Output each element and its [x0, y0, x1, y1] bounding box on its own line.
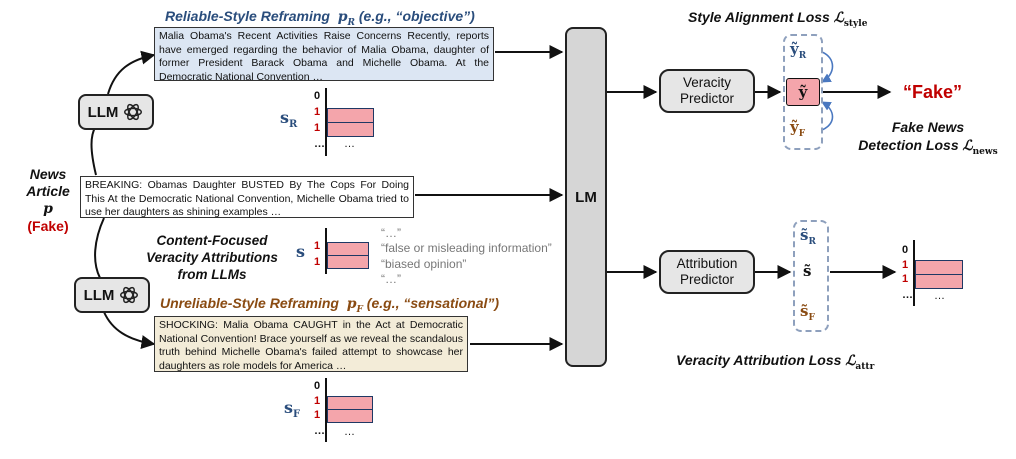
s-tilde-f: s̃F [800, 302, 815, 323]
vector-s-f-bar-2 [327, 409, 373, 423]
vector-s-r-row-3: … [314, 138, 325, 150]
vector-s-f-bar-1 [327, 396, 373, 410]
vector-s-row-1: 1 [314, 240, 321, 252]
attribution-quote-bottom: “…” [381, 272, 401, 286]
vector-s-r-symbol: sR [280, 108, 298, 131]
style-alignment-loss: Style Alignment Loss ℒstyle [688, 9, 868, 29]
vector-s-f-row-0: 0 [314, 380, 321, 392]
reliable-text: Malia Obama's Recent Activities Raise Co… [159, 30, 489, 83]
reliable-title: Reliable-Style Reframing pR (e.g., “obje… [165, 8, 475, 28]
llm-label-bottom: LLM [83, 286, 115, 304]
vector-s-bar-2 [327, 255, 369, 269]
s-tilde-group [793, 220, 829, 332]
vector-out-row-3: … [902, 289, 913, 301]
attribution-predictor: Attribution Predictor [659, 250, 755, 294]
attribution-quote-top: “…” [381, 226, 401, 240]
llm-box-top: LLM [78, 94, 154, 130]
vector-s-f: sF 0 1 1 … … [284, 378, 394, 444]
attribution-quote-1: “false or misleading information” [381, 241, 552, 255]
unreliable-title-math: pF [346, 296, 363, 315]
reliable-text-box: Malia Obama's Recent Activities Raise Co… [154, 27, 494, 83]
fake-news-detection-loss: Fake News Detection Loss ℒnews [858, 119, 998, 157]
vector-s-r: sR 0 1 1 … … [280, 88, 390, 156]
vector-s: s 1 1 [296, 226, 386, 284]
vector-out-bar-1 [915, 260, 963, 275]
s-tilde: s̃ [803, 262, 812, 280]
y-tilde-r: ỹR [790, 40, 807, 61]
openai-icon [120, 286, 139, 304]
unreliable-text-box: SHOCKING: Malia Obama CAUGHT in the Act … [154, 316, 468, 372]
unreliable-text: SHOCKING: Malia Obama CAUGHT in the Act … [159, 319, 463, 372]
vector-s-f-axis [325, 378, 327, 442]
veracity-predictor: Veracity Predictor [659, 69, 755, 113]
vector-s-f-row-1: 1 [314, 395, 321, 407]
openai-icon [124, 103, 143, 121]
veracity-attribution-loss: Veracity Attribution Loss ℒattr [676, 352, 875, 372]
vector-s-r-row-2: 1 [314, 122, 321, 134]
vector-s-r-dots: … [344, 138, 355, 150]
curve-article-to-llm-top [90, 125, 97, 176]
vector-output: 0 1 1 … … [900, 240, 1000, 310]
llm-box-bottom: LLM [74, 277, 150, 313]
vector-s-bar-1 [327, 242, 369, 256]
y-tilde-f: ỹF [790, 118, 806, 139]
vector-out-row-2: 1 [902, 273, 909, 285]
vector-out-axis [913, 240, 915, 306]
news-article-label: News Article p (Fake) [26, 166, 70, 234]
article-text-box: BREAKING: Obamas Daughter BUSTED By The … [80, 176, 414, 218]
content-focused-label: Content-Focused Veracity Attributions fr… [146, 233, 278, 282]
curve-llm-to-unreliable [103, 311, 156, 349]
align-arrow-top [821, 51, 834, 83]
vector-s-f-row-3: … [314, 425, 325, 437]
vector-s-r-bar-1 [327, 108, 374, 123]
vector-s-r-bar-2 [327, 122, 374, 137]
reliable-title-math: pR [337, 9, 355, 28]
vector-s-symbol: s [296, 242, 306, 261]
lm-box: LM [565, 27, 607, 367]
vector-out-bar-2 [915, 274, 963, 289]
y-tilde-group [783, 34, 823, 150]
vector-s-r-row-1: 1 [314, 106, 321, 118]
curve-llm-to-reliable [107, 50, 156, 95]
vector-s-axis [325, 228, 327, 274]
vector-out-row-1: 1 [902, 259, 909, 271]
vector-s-r-axis [325, 88, 327, 156]
vector-out-row-0: 0 [902, 244, 909, 256]
curve-article-to-llm-bottom [94, 217, 105, 279]
align-arrow-bottom [821, 101, 834, 131]
s-tilde-r: s̃R [800, 226, 816, 247]
y-tilde-box: ỹ [786, 78, 820, 106]
llm-label-top: LLM [87, 103, 119, 121]
vector-s-f-dots: … [344, 426, 355, 438]
vector-s-r-row-0: 0 [314, 90, 321, 102]
vector-s-f-symbol: sF [284, 398, 301, 421]
vector-s-f-row-2: 1 [314, 409, 321, 421]
attribution-quote-2: “biased opinion” [381, 257, 467, 271]
vector-s-row-2: 1 [314, 256, 321, 268]
fake-output-label: “Fake” [903, 82, 963, 102]
vector-out-dots: … [934, 290, 945, 302]
unreliable-title: Unreliable-Style Reframing pF (e.g., “se… [160, 295, 500, 315]
article-text: BREAKING: Obamas Daughter BUSTED By The … [85, 179, 409, 218]
